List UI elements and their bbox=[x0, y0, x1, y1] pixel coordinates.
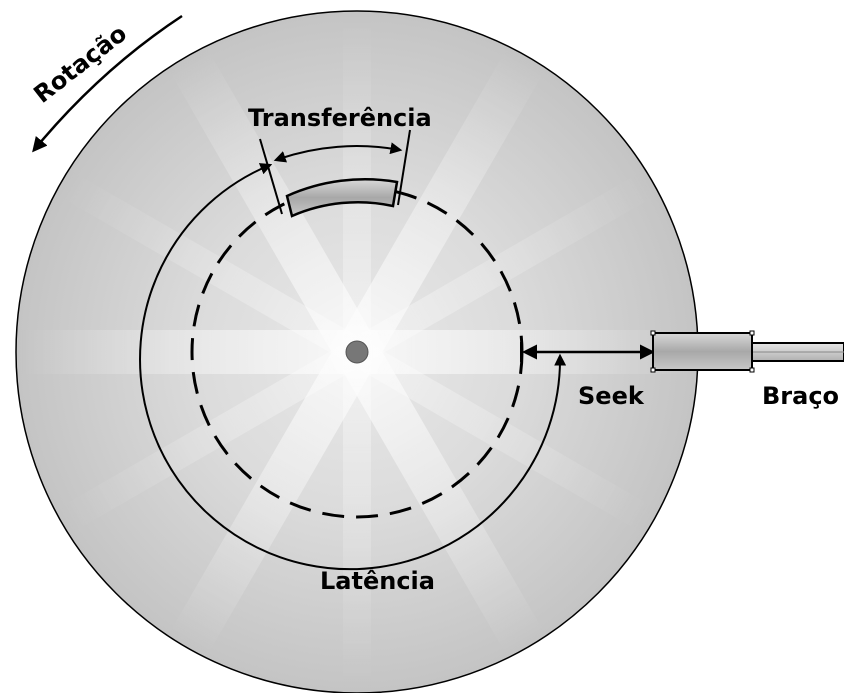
read-write-arm bbox=[751, 342, 844, 362]
latency-label: Latência bbox=[320, 567, 435, 595]
spindle-hub bbox=[345, 340, 369, 364]
transfer-label: Transferência bbox=[248, 104, 432, 132]
latency-arrow bbox=[139, 163, 567, 571]
transfer-arrow bbox=[273, 142, 403, 163]
rotation-arrow bbox=[32, 14, 183, 153]
seek-label: Seek bbox=[578, 382, 645, 410]
read-write-head bbox=[650, 330, 755, 373]
arm-label: Braço bbox=[762, 382, 839, 410]
